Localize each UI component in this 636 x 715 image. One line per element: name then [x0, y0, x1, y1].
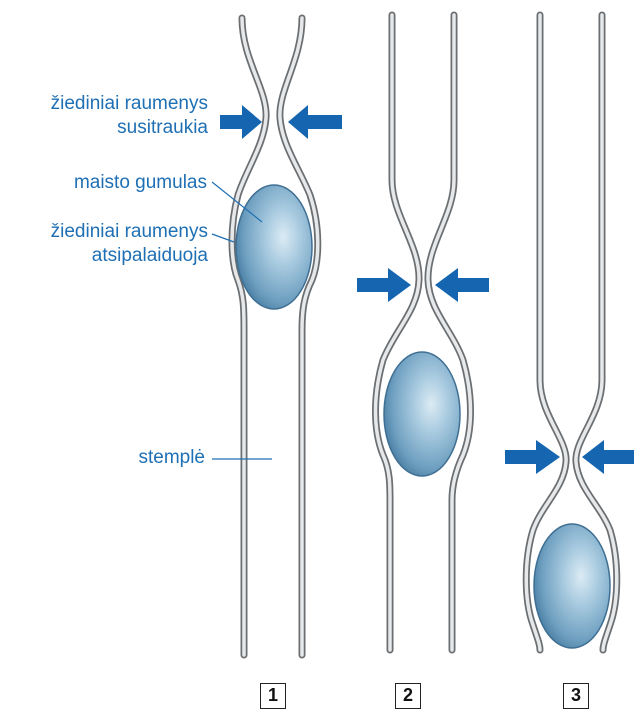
stage-1-right-arrow — [288, 105, 342, 139]
stage-3-esophagus — [526, 15, 617, 650]
stage-2-food-bolus — [384, 352, 460, 476]
stage-2-esophagus — [376, 15, 471, 650]
stage-1-left-arrow — [220, 105, 262, 139]
contract-label: žiediniai raumenys susitraukia — [51, 92, 208, 140]
contract-label-line-1: žiediniai raumenys — [51, 92, 208, 116]
stage-2-number: 2 — [395, 683, 421, 709]
stage-2-left-arrow — [357, 268, 411, 302]
stage-1-food-bolus — [236, 185, 312, 309]
esophagus-label: stemplė — [138, 446, 205, 470]
stage-2-right-arrow — [435, 268, 489, 302]
contract-label-line-2: susitraukia — [51, 116, 208, 140]
stage-3-number: 3 — [563, 683, 589, 709]
relax-label-line-2: atsipalaiduoja — [51, 244, 208, 268]
stage-3-left-arrow — [505, 440, 560, 474]
stage-3-right-arrow — [582, 440, 634, 474]
stage-3-food-bolus — [534, 524, 610, 648]
bolus-label: maisto gumulas — [74, 171, 207, 195]
stage-1-number: 1 — [260, 683, 286, 709]
relax-label-line-1: žiediniai raumenys — [51, 220, 208, 244]
relax-label: žiediniai raumenys atsipalaiduoja — [51, 220, 208, 268]
